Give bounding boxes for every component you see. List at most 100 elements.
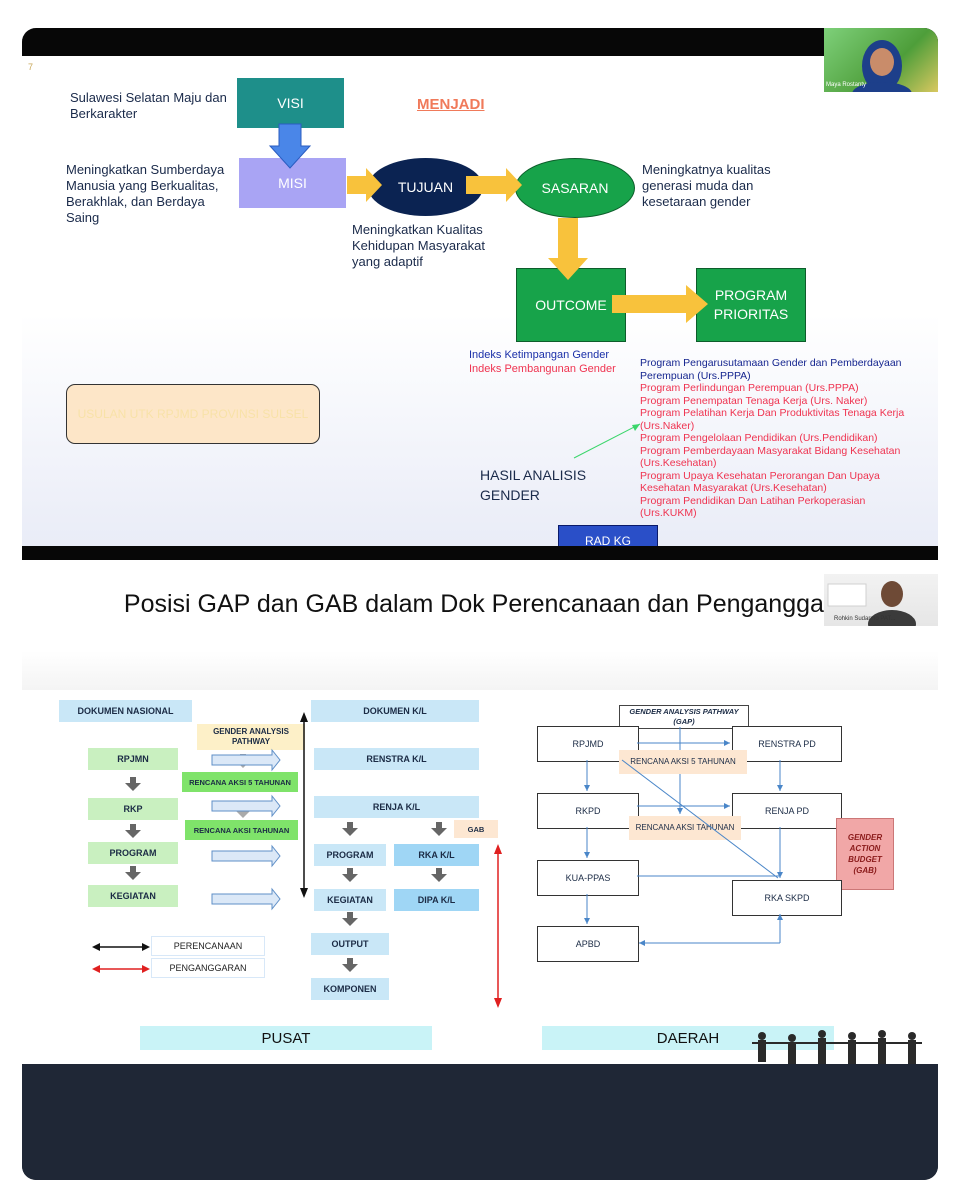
title-band: [22, 560, 938, 690]
output: OUTPUT: [311, 933, 389, 955]
arrow-outcome-program: [612, 285, 708, 323]
program-item: Program Perlindungan Perempuan (Urs.PPPA…: [640, 382, 859, 394]
down-arrow: [431, 822, 447, 836]
indeks-ketimpangan: Indeks Ketimpangan Gender: [469, 349, 610, 361]
participant-2-name: Rohkin Sudarmo PAT...: [834, 616, 896, 622]
misi-box: MISI: [239, 158, 346, 208]
hasil-analisis: HASIL ANALISIS GENDER: [480, 467, 587, 503]
down-arrow: [125, 866, 141, 880]
slide-1: 7 Sulawesi Selatan Maju dan Berkarakter …: [22, 28, 938, 555]
arrow-sasaran-outcome: [548, 218, 588, 280]
participant-video-2[interactable]: Rohkin Sudarmo PAT...: [824, 574, 938, 626]
rka-skpd: RKA SKPD: [732, 880, 842, 916]
outcome-label: OUTCOME: [535, 297, 607, 313]
hasil-pointer: [573, 423, 641, 459]
dokumen-kl: DOKUMEN K/L: [311, 700, 479, 722]
daerah-label: DAERAH: [542, 1026, 834, 1050]
participant-2-avatar-icon: [827, 581, 916, 626]
gab-right: GENDER ACTION BUDGET (GAB): [836, 818, 894, 890]
renja-kl: RENJA K/L: [314, 796, 479, 818]
visi-note: Sulawesi Selatan Maju dan Berkarakter: [70, 90, 227, 121]
tujuan-ellipse: TUJUAN: [368, 158, 483, 216]
top-black-bar: [22, 28, 938, 56]
rkp: RKP: [88, 798, 178, 820]
right-arrow: [211, 844, 281, 868]
legend-penganggaran: PENGANGGARAN: [151, 958, 265, 978]
program-list: Program Pengarusutamaan Gender dan Pembe…: [640, 357, 915, 520]
down-arrow: [342, 958, 358, 972]
rencana-aksi-5-left: RENCANA AKSI 5 TAHUNAN: [182, 772, 298, 792]
komponen: KOMPONEN: [311, 978, 389, 1000]
down-arrow: [125, 777, 141, 791]
dark-footer-area: [22, 1064, 938, 1180]
right-arrow: [211, 794, 281, 818]
program-item: Program Penempatan Tenaga Kerja (Urs. Na…: [640, 394, 868, 407]
misi-label: MISI: [278, 175, 307, 191]
usulan-box: USULAN UTK RPJMD PROVINSI SULSEL: [66, 384, 320, 444]
right-arrow: [211, 887, 281, 911]
renja-pd: RENJA PD: [732, 793, 842, 829]
rad-kg-label: RAD KG: [584, 534, 631, 548]
tujuan-note: Meningkatkan Kualitas Kehidupan Masyarak…: [352, 222, 485, 269]
screen-frame: 7 Sulawesi Selatan Maju dan Berkarakter …: [22, 28, 938, 1180]
page-number: 7: [28, 62, 34, 72]
legend-perencanaan: PERENCANAAN: [151, 936, 265, 956]
daerah-arrows: [584, 727, 783, 946]
program-item: Program Pengelolaan Pendidikan (Urs.Pend…: [640, 432, 878, 444]
participant-1-name: Maya Rostanty: [826, 82, 867, 88]
down-arrow: [342, 822, 358, 836]
dipa-kl: DIPA K/L: [394, 889, 479, 911]
program-prioritas-box: PROGRAM PRIORITAS: [696, 268, 806, 342]
sasaran-note: Meningkatnya kualitas generasi muda dan …: [642, 162, 771, 209]
right-arrow: [211, 748, 281, 772]
kua-ppas: KUA-PPAS: [537, 860, 639, 896]
arrow-visi-misi: [268, 123, 312, 169]
participant-1-avatar-icon: [852, 40, 912, 92]
dokumen-nasional: DOKUMEN NASIONAL: [59, 700, 192, 722]
program-nasional: PROGRAM: [88, 842, 178, 864]
menjadi-label: MENJADI: [417, 96, 485, 113]
program-item: Program Pelatihan Kerja Dan Produktivita…: [640, 407, 905, 432]
pusat-label: PUSAT: [140, 1026, 432, 1050]
sasaran-label: SASARAN: [541, 180, 609, 196]
slide-title: Posisi GAP dan GAB dalam Dok Perencanaan…: [123, 590, 861, 618]
apbd: APBD: [537, 926, 639, 962]
gab-left: GAB: [454, 820, 498, 838]
indeks-pembangunan: Indeks Pembangunan Gender: [469, 363, 616, 375]
renstra-kl: RENSTRA K/L: [314, 748, 479, 770]
visi-label: VISI: [277, 95, 304, 111]
arrow-misi-tujuan: [347, 168, 382, 202]
slide-2: Posisi GAP dan GAB dalam Dok Perencanaan…: [22, 560, 938, 1072]
outcome-box: OUTCOME: [516, 268, 626, 342]
program-item: Program Pengarusutamaan Gender dan Pembe…: [640, 357, 902, 382]
rpjmn: RPJMN: [88, 748, 178, 770]
rencana-aksi-5-right: RENCANA AKSI 5 TAHUNAN: [619, 750, 747, 774]
pusat-arrows: [92, 712, 502, 1008]
program-prioritas-label: PROGRAM PRIORITAS: [713, 287, 789, 322]
down-arrow: [431, 868, 447, 882]
down-arrow: [125, 824, 141, 838]
tujuan-label: TUJUAN: [397, 179, 454, 195]
program-item: Program Pemberdayaan Masyarakat Bidang K…: [640, 444, 901, 470]
visi-box: VISI: [237, 78, 344, 128]
rkpd: RKPD: [537, 793, 639, 829]
program-kl: PROGRAM: [314, 844, 386, 866]
participant-video-1[interactable]: Maya Rostanty: [824, 28, 938, 92]
program-item: Program Upaya Kesehatan Perorangan Dan U…: [640, 469, 880, 495]
kegiatan-kl: KEGIATAN: [314, 889, 386, 911]
gap-right: GENDER ANALYSIS PATHWAY (GAP): [619, 705, 749, 729]
rka-kl: RKA K/L: [394, 844, 479, 866]
gender-analysis-pathway-left: GENDER ANALYSIS PATHWAY: [197, 724, 305, 750]
renstra-pd: RENSTRA PD: [732, 726, 842, 762]
arrow-tujuan-sasaran: [466, 168, 522, 202]
sasaran-ellipse: SASARAN: [515, 158, 635, 218]
bottom-black-bar: [22, 546, 938, 560]
program-item: Program Pendidikan Dan Latihan Perkopera…: [640, 494, 866, 520]
down-arrow: [342, 868, 358, 882]
slide1-arrows: [268, 123, 708, 459]
usulan-label: USULAN UTK RPJMD PROVINSI SULSEL: [77, 407, 309, 421]
kegiatan-nasional: KEGIATAN: [88, 885, 178, 907]
down-arrow: [342, 912, 358, 926]
people-silhouettes-icon: [752, 1030, 922, 1064]
misi-note: Meningkatkan Sumberdaya Manusia yang Ber…: [66, 162, 225, 225]
